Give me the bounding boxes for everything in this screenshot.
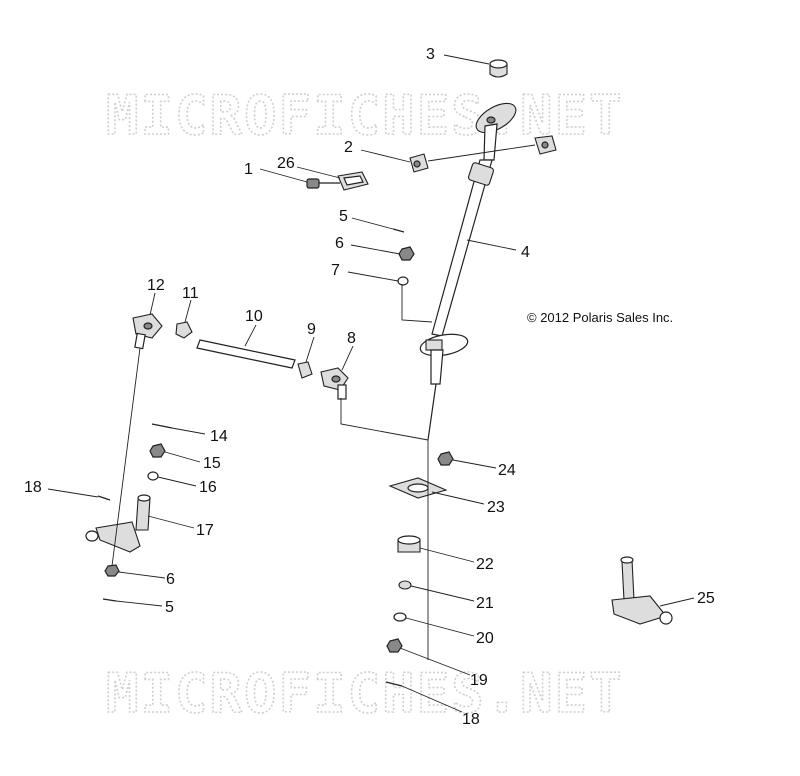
part-pin-upper — [392, 228, 405, 233]
callout-labels: 3 2 1 26 5 6 7 4 12 11 10 9 8 14 15 16 1… — [24, 46, 715, 728]
watermark-bottom: MICROFICHES.NET — [106, 662, 624, 725]
part-washer-upper — [397, 276, 409, 286]
callout-2: 2 — [344, 139, 353, 156]
callout-10: 10 — [245, 308, 263, 325]
callout-12: 12 — [147, 277, 165, 294]
callout-20: 20 — [476, 630, 494, 647]
callout-26: 26 — [277, 155, 295, 172]
leader-lines — [47, 54, 695, 713]
part-washer-left — [147, 471, 159, 481]
callout-15: 15 — [203, 455, 221, 472]
part-spindle-right — [611, 556, 673, 625]
callout-9: 9 — [307, 321, 316, 338]
callout-19: 19 — [470, 672, 488, 689]
part-steering-post — [419, 102, 517, 441]
callout-7: 7 — [331, 262, 340, 279]
part-nut-bottom — [386, 638, 403, 653]
callout-24: 24 — [498, 462, 516, 479]
part-tie-rod — [196, 339, 296, 369]
part-bracket — [409, 135, 557, 173]
callout-18-left: 18 — [24, 479, 42, 496]
callout-16: 16 — [199, 479, 217, 496]
callout-8: 8 — [347, 330, 356, 347]
callout-11: 11 — [182, 285, 199, 302]
callout-5-lower: 5 — [165, 599, 174, 616]
part-spindle-left — [85, 494, 151, 553]
callout-4: 4 — [521, 244, 530, 261]
callout-3: 3 — [426, 46, 435, 63]
callout-17: 17 — [196, 522, 214, 539]
callout-23: 23 — [487, 499, 505, 516]
part-clamp — [337, 171, 369, 191]
part-cotter-pin — [151, 423, 173, 429]
part-nut-right — [437, 451, 454, 466]
callout-18-bottom: 18 — [462, 711, 480, 728]
callout-14: 14 — [210, 428, 228, 445]
callout-6-lower: 6 — [166, 571, 175, 588]
part-castle-nut — [149, 443, 166, 458]
callout-5-upper: 5 — [339, 208, 348, 225]
part-cap — [489, 59, 508, 78]
part-spacer — [398, 580, 412, 590]
part-flange — [388, 477, 448, 499]
part-bearing — [397, 535, 421, 553]
callout-25: 25 — [697, 590, 715, 607]
part-tie-rod-end-right — [320, 367, 349, 400]
part-nut-lower — [104, 564, 120, 577]
part-pin-lower — [102, 598, 117, 602]
part-bolt — [306, 178, 340, 189]
part-pin-left — [97, 495, 111, 501]
copyright-notice: © 2012 Polaris Sales Inc. — [527, 310, 673, 325]
callout-21: 21 — [476, 595, 494, 612]
watermark-top: MICROFICHES.NET — [106, 84, 624, 147]
callout-22: 22 — [476, 556, 494, 573]
part-jam-nut — [175, 321, 193, 339]
part-pin-bottom — [385, 681, 403, 687]
part-nut-upper — [398, 246, 415, 261]
callout-1: 1 — [244, 161, 253, 178]
part-adjuster-nut — [297, 361, 313, 379]
part-tie-rod-end-left — [132, 313, 163, 350]
callout-6-upper: 6 — [335, 235, 344, 252]
part-washer-bottom — [393, 612, 407, 622]
